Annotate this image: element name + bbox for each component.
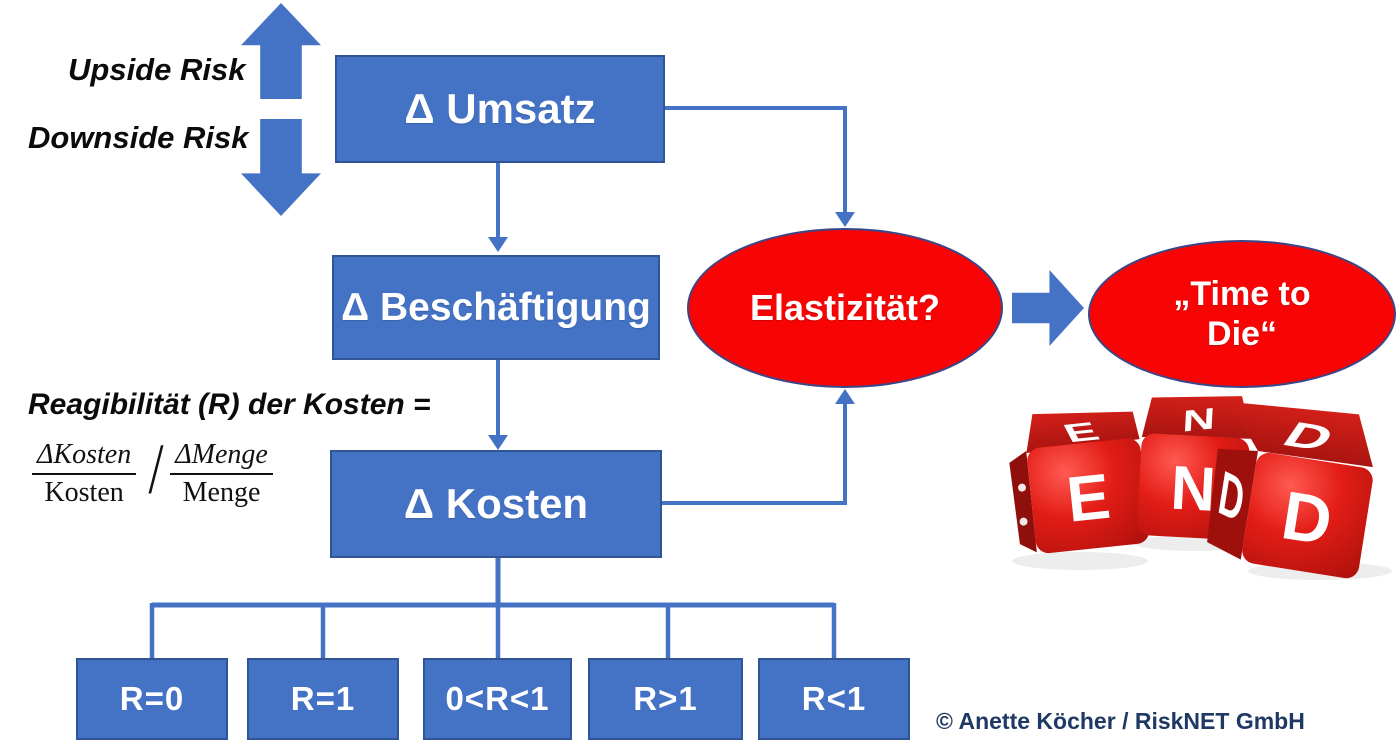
r-between-0-and-1-box: 0<R<1 bbox=[423, 658, 572, 740]
reagibilitaet-formula-title: Reagibilität (R) der Kosten = bbox=[28, 388, 431, 421]
menge-fraction-numerator: ΔMenge bbox=[170, 440, 273, 475]
dice-e-front-letter: E bbox=[1063, 460, 1113, 536]
fraction-divider-slash: / bbox=[148, 429, 164, 509]
dice-d-front-letter: D bbox=[1277, 477, 1337, 560]
beschaeftigung-box-label: Δ Beschäftigung bbox=[341, 285, 651, 329]
dice-e-side-face bbox=[1009, 450, 1037, 553]
menge-fraction: ΔMenge Menge bbox=[170, 440, 273, 507]
elastizitaet-label: Elastizität? bbox=[749, 287, 941, 328]
dice-n-front-letter: N bbox=[1169, 454, 1217, 525]
umsatz-box-label: Δ Umsatz bbox=[404, 85, 596, 132]
r-equals-0-box: R=0 bbox=[76, 658, 228, 740]
r-equals-0-label: R=0 bbox=[119, 680, 185, 717]
r-greater-1-label: R>1 bbox=[633, 680, 698, 717]
kosten-fraction-denominator: Kosten bbox=[44, 476, 124, 508]
copyright-credit: © Anette Köcher / RiskNET GmbH bbox=[936, 708, 1305, 734]
menge-fraction-denominator: Menge bbox=[182, 476, 261, 508]
r-less-1-box: R<1 bbox=[758, 658, 910, 740]
r-greater-1-box: R>1 bbox=[588, 658, 743, 740]
downside-arrow-icon bbox=[241, 119, 321, 216]
r-equals-1-label: R=1 bbox=[290, 680, 356, 717]
r-between-0-and-1-label: 0<R<1 bbox=[445, 680, 550, 717]
kosten-fraction-numerator: ΔKosten bbox=[32, 440, 137, 475]
r-equals-1-box: R=1 bbox=[247, 658, 399, 740]
end-dice-image: E E N N D D D bbox=[1009, 396, 1392, 580]
right-block-arrow-icon bbox=[1012, 270, 1084, 346]
dice-n-top-letter: N bbox=[1182, 402, 1216, 439]
reagibilitaet-formula-fractions: ΔKosten Kosten / ΔMenge Menge bbox=[32, 429, 273, 515]
beschaeftigung-box: Δ Beschäftigung bbox=[332, 255, 660, 360]
upside-risk-label: Upside Risk bbox=[68, 52, 246, 87]
upside-arrow-icon bbox=[241, 3, 321, 99]
time-to-die-ellipse: „Time to Die“ bbox=[1088, 240, 1396, 388]
time-to-die-label: „Time to Die“ bbox=[1173, 274, 1310, 354]
kosten-box: Δ Kosten bbox=[330, 450, 662, 558]
downside-risk-label: Downside Risk bbox=[28, 120, 249, 155]
time-to-die-line1: „Time to bbox=[1173, 274, 1311, 313]
umsatz-box: Δ Umsatz bbox=[335, 55, 665, 163]
elastizitaet-ellipse: Elastizität? bbox=[687, 228, 1003, 388]
kosten-box-label: Δ Kosten bbox=[403, 480, 589, 527]
time-to-die-line2: Die“ bbox=[1207, 315, 1277, 353]
kosten-fraction: ΔKosten Kosten bbox=[32, 440, 137, 508]
r-less-1-label: R<1 bbox=[801, 680, 867, 717]
